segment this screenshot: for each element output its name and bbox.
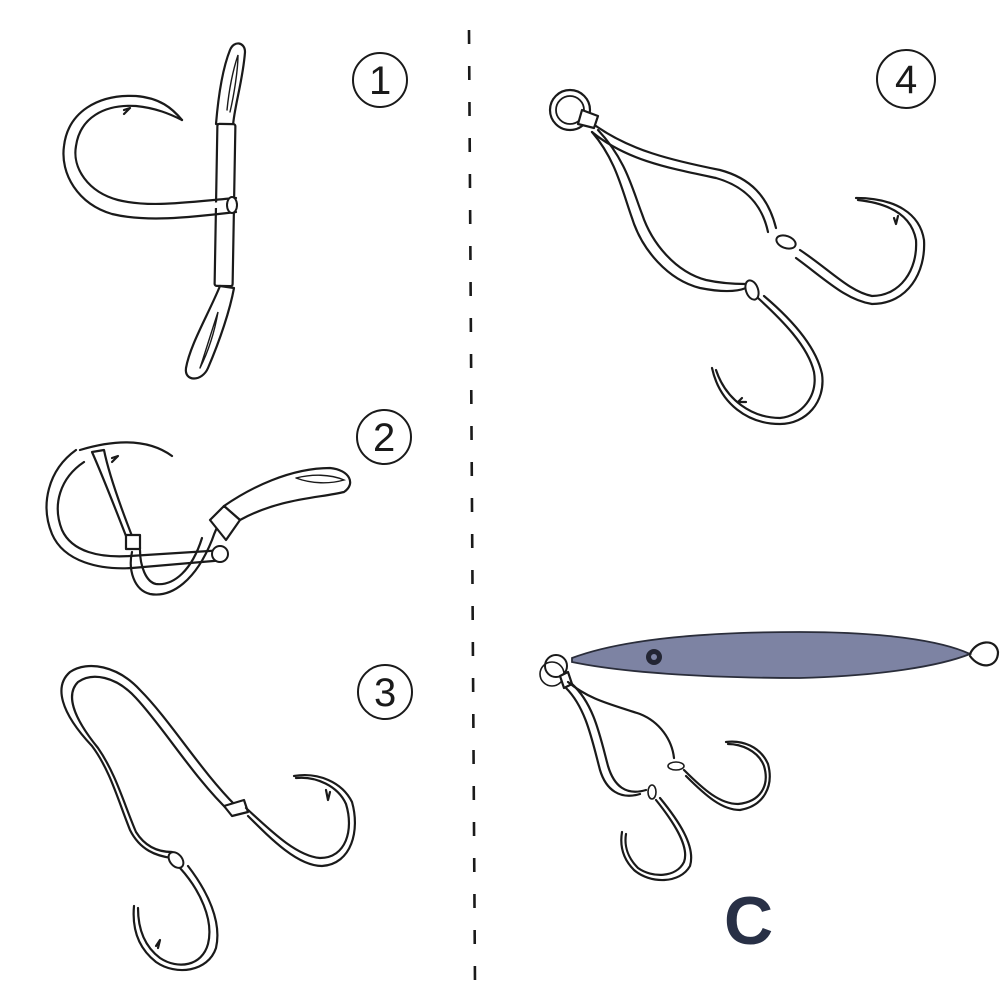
dashed-divider (467, 29, 477, 986)
metal-jig-icon (571, 631, 973, 679)
step-3-illustration (60, 664, 356, 972)
tail-loop-icon (968, 641, 1000, 667)
step-1-illustration (62, 42, 247, 380)
step-3-number: 3 (374, 671, 396, 715)
step-4-number: 4 (895, 58, 917, 102)
step-1-badge: 1 (352, 52, 408, 108)
jig-with-assist-rig (539, 631, 1000, 882)
step-3-badge: 3 (357, 664, 413, 720)
split-ring-icon (548, 88, 592, 132)
step-2-illustration (45, 441, 352, 596)
step-4-illustration (548, 88, 926, 426)
lower-loop-icon (184, 284, 236, 380)
step-1-number: 1 (369, 59, 391, 103)
step-2-badge: 2 (356, 409, 412, 465)
step-4-badge: 4 (876, 49, 936, 109)
step-2-number: 2 (373, 416, 395, 460)
figure-label-c: C (724, 883, 774, 959)
